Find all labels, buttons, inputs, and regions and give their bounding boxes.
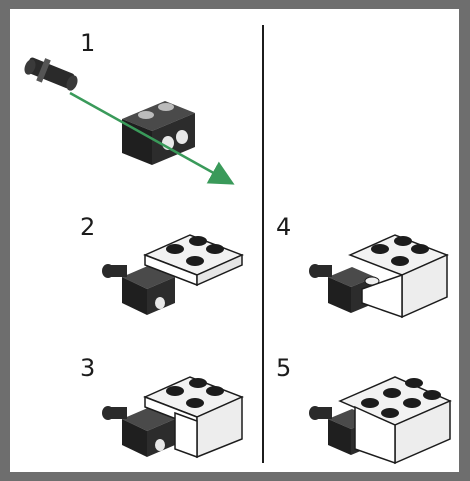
white-plate-and-block-icon (348, 234, 449, 319)
insert-arrow (69, 91, 235, 185)
step-4-illustration (309, 234, 449, 319)
build-illustrations (24, 57, 452, 465)
step-3-illustration (102, 376, 244, 459)
instruction-page: 1 2 3 4 5 (10, 9, 459, 472)
step-5-illustration (309, 376, 452, 465)
technic-pin-icon (24, 57, 78, 91)
step-2-illustration (102, 234, 244, 315)
technic-brick-dark-icon (122, 101, 195, 165)
white-plate-and-block-icon (143, 376, 244, 459)
step-3-number: 3 (80, 354, 96, 382)
white-plate-icon (143, 234, 244, 287)
white-plate-and-block-icon (338, 376, 452, 465)
column-divider (262, 25, 264, 463)
step-1-illustration (24, 57, 235, 185)
step-5-number: 5 (276, 354, 292, 382)
step-4-number: 4 (276, 213, 292, 241)
step-2-number: 2 (80, 213, 96, 241)
step-1-number: 1 (80, 29, 96, 57)
